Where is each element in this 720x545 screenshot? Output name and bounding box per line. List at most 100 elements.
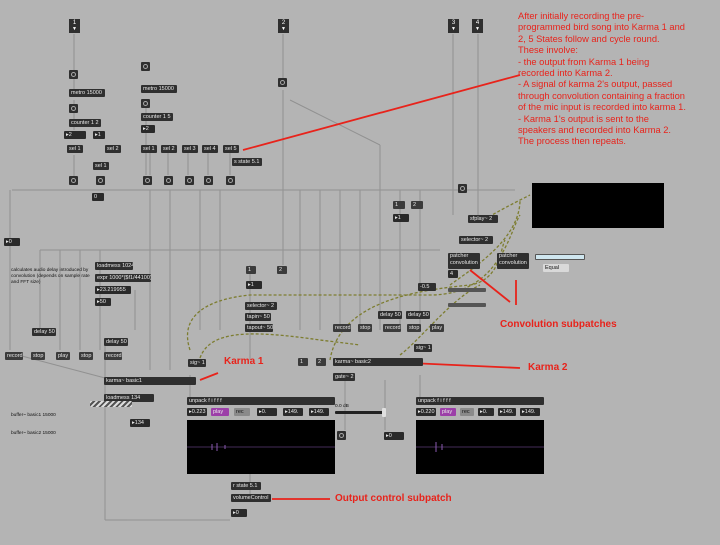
sel-object[interactable]: sel 4 — [202, 145, 218, 153]
inlet-2[interactable]: 2▼ — [278, 19, 289, 33]
loadmess-object[interactable]: loadmess 1024 — [95, 262, 133, 270]
bang-button[interactable] — [141, 99, 150, 108]
bang-button[interactable] — [278, 78, 287, 87]
equal-button[interactable]: Equal — [543, 264, 569, 272]
record-message[interactable]: record — [383, 324, 401, 332]
metro-object[interactable]: metro 15000 — [69, 89, 105, 97]
loadmess-object[interactable]: loadmess 134 — [104, 394, 154, 402]
sel-object[interactable]: sel 1 — [93, 162, 109, 170]
convolution-subpatch[interactable]: patcher convolution — [448, 253, 480, 269]
number-box[interactable]: ▸1 — [393, 214, 409, 222]
send-state-object[interactable]: s state 5.1 — [232, 158, 262, 166]
meter-slider[interactable] — [535, 254, 585, 260]
sel-object[interactable]: sel 3 — [182, 145, 198, 153]
number-box[interactable]: ▸1 — [93, 131, 105, 139]
karma-object[interactable]: karma~ basic2 — [333, 358, 423, 366]
close-toggle-button[interactable] — [141, 62, 150, 71]
bang-button[interactable] — [69, 176, 78, 185]
receive-state-object[interactable]: r state 5.1 — [231, 482, 261, 490]
metro-object[interactable]: metro 15000 — [141, 85, 177, 93]
gate-object[interactable]: gate~ 2 — [333, 373, 355, 381]
message-box[interactable]: 1 — [298, 358, 308, 366]
inlet-3[interactable]: 3▼ — [448, 19, 459, 33]
message-box[interactable]: 1 — [246, 266, 256, 274]
number-box[interactable]: -0.5 — [418, 283, 436, 291]
sig-object[interactable]: sig~ 1 — [414, 344, 432, 352]
karma-object[interactable]: karma~ basic1 — [104, 377, 196, 385]
number-box[interactable]: ▸0. — [478, 408, 494, 416]
number-box[interactable]: ▸134 — [130, 419, 150, 427]
play-message[interactable]: play — [430, 324, 444, 332]
number-box[interactable]: ▸0. — [257, 408, 277, 416]
message-box[interactable]: 2 — [316, 358, 326, 366]
sel-object[interactable]: sel 1 — [67, 145, 83, 153]
rec-button[interactable]: rec — [460, 408, 474, 416]
unpack-object[interactable]: unpack f i f f f — [187, 397, 335, 405]
speaker-button[interactable] — [337, 431, 346, 440]
unpack-object[interactable]: unpack f i f f f — [416, 397, 544, 405]
gain-slider-handle[interactable] — [382, 408, 386, 417]
number-box[interactable]: ▸2 — [64, 131, 86, 139]
message-box[interactable]: 2 — [411, 201, 423, 209]
number-box[interactable]: ▸0.220 — [416, 408, 436, 416]
rec-button[interactable]: rec — [234, 408, 250, 416]
play-button[interactable]: play — [440, 408, 456, 416]
selector-object[interactable]: selector~ 2 — [459, 236, 493, 244]
stop-message[interactable]: stop — [31, 352, 45, 360]
tapin-object[interactable]: tapin~ 50 — [245, 313, 271, 321]
number-box[interactable]: ▸0.223 — [187, 408, 207, 416]
delay-object[interactable]: delay 50 — [406, 311, 430, 319]
bang-button[interactable] — [226, 176, 235, 185]
convolution-subpatch[interactable]: patcher convolution — [497, 253, 529, 269]
waveform-display[interactable] — [416, 420, 544, 474]
sfplay-object[interactable]: sfplay~ 2 — [468, 215, 498, 223]
number-box[interactable]: ▸149. — [498, 408, 516, 416]
inlet-1[interactable]: 1▼ — [69, 19, 80, 33]
stop-message[interactable]: stop — [79, 352, 93, 360]
number-box[interactable]: 4 — [448, 270, 458, 278]
sel-object[interactable]: sel 2 — [105, 145, 121, 153]
sig-object[interactable]: sig~ 1 — [188, 359, 206, 367]
stop-message[interactable]: stop — [407, 324, 421, 332]
number-box[interactable]: ▸0 — [231, 509, 247, 517]
bang-button[interactable] — [164, 176, 173, 185]
record-message[interactable]: record — [333, 324, 351, 332]
message-box[interactable]: 1 — [393, 201, 405, 209]
number-box[interactable]: ▸50 — [95, 298, 111, 306]
bang-button[interactable] — [143, 176, 152, 185]
number-box[interactable]: 0 — [92, 193, 104, 201]
sel-object[interactable]: sel 1 — [141, 145, 157, 153]
bang-button[interactable] — [69, 104, 78, 113]
sel-object[interactable]: sel 2 — [161, 145, 177, 153]
bang-button[interactable] — [96, 176, 105, 185]
buffer-object[interactable]: buffer~ basic1 15000 — [11, 413, 56, 418]
record-message[interactable]: record — [104, 352, 122, 360]
delay-object[interactable]: delay 50 — [32, 328, 56, 336]
number-box[interactable]: ▸149. — [309, 408, 329, 416]
bang-button[interactable] — [204, 176, 213, 185]
counter-object[interactable]: counter 1 2 — [69, 119, 101, 127]
number-box[interactable]: ▸2 — [141, 125, 155, 133]
buffer-object[interactable]: buffer~ basic2 15000 — [11, 431, 56, 436]
number-box[interactable]: ▸0 — [384, 432, 404, 440]
delay-object[interactable]: delay 50 — [378, 311, 402, 319]
number-box[interactable]: ▸149. — [283, 408, 303, 416]
stop-message[interactable]: stop — [358, 324, 372, 332]
selector-object[interactable]: selector~ 2 — [245, 302, 277, 310]
position-slider[interactable] — [90, 401, 132, 407]
delay-object[interactable]: delay 50 — [104, 338, 128, 346]
sel-object[interactable]: sel 5 — [223, 145, 239, 153]
record-message[interactable]: record — [5, 352, 23, 360]
message-box[interactable]: 2 — [277, 266, 287, 274]
number-box[interactable]: ▸0 — [4, 238, 20, 246]
waveform-display[interactable] — [187, 420, 335, 474]
volume-control-subpatch[interactable]: volumeControl — [231, 494, 271, 502]
bang-button[interactable] — [185, 176, 194, 185]
tapout-object[interactable]: tapout~ 50 — [245, 324, 273, 332]
counter-object[interactable]: counter 1 5 — [141, 113, 173, 121]
play-message[interactable]: play — [56, 352, 70, 360]
bang-button[interactable] — [458, 184, 467, 193]
number-box[interactable]: ▸1 — [246, 281, 262, 289]
play-button[interactable]: play — [211, 408, 229, 416]
inlet-4[interactable]: 4▼ — [472, 19, 483, 33]
